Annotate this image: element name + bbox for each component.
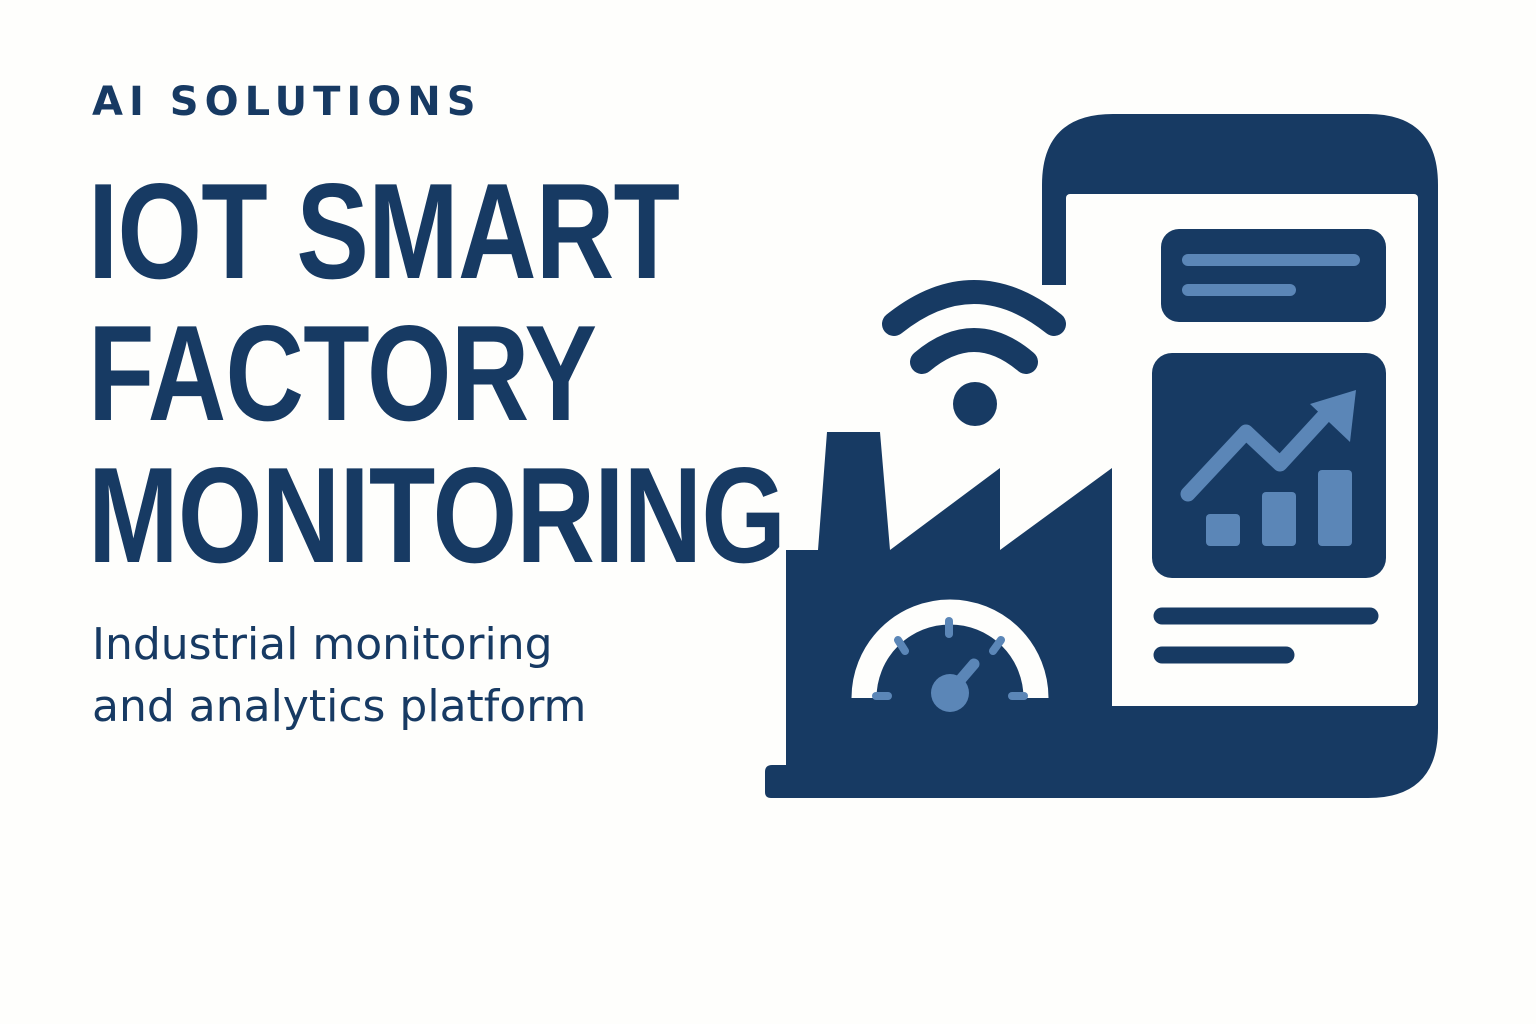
title-line-2: FACTORY: [88, 297, 597, 449]
eyebrow-label: AI SOLUTIONS: [92, 79, 482, 125]
screen-header-card: [1161, 229, 1386, 322]
bar-chart-icon: [1206, 470, 1352, 546]
subtitle: Industrial monitoring and analytics plat…: [92, 614, 712, 738]
subtitle-line-1: Industrial monitoring: [92, 619, 553, 670]
smartphone-icon: [1042, 114, 1438, 798]
page-title: IOT SMART FACTORY MONITORING: [88, 155, 786, 591]
wifi-signal-icon: [882, 280, 1066, 426]
title-line-1: IOT SMART: [88, 155, 680, 307]
gauge-hub: [931, 674, 969, 712]
line-chart-icon: [1180, 390, 1356, 502]
gauge-icon: [851, 599, 1049, 712]
factory-icon: [765, 432, 1134, 798]
title-line-3: MONITORING: [88, 439, 786, 591]
subtitle-line-2: and analytics platform: [92, 681, 587, 732]
